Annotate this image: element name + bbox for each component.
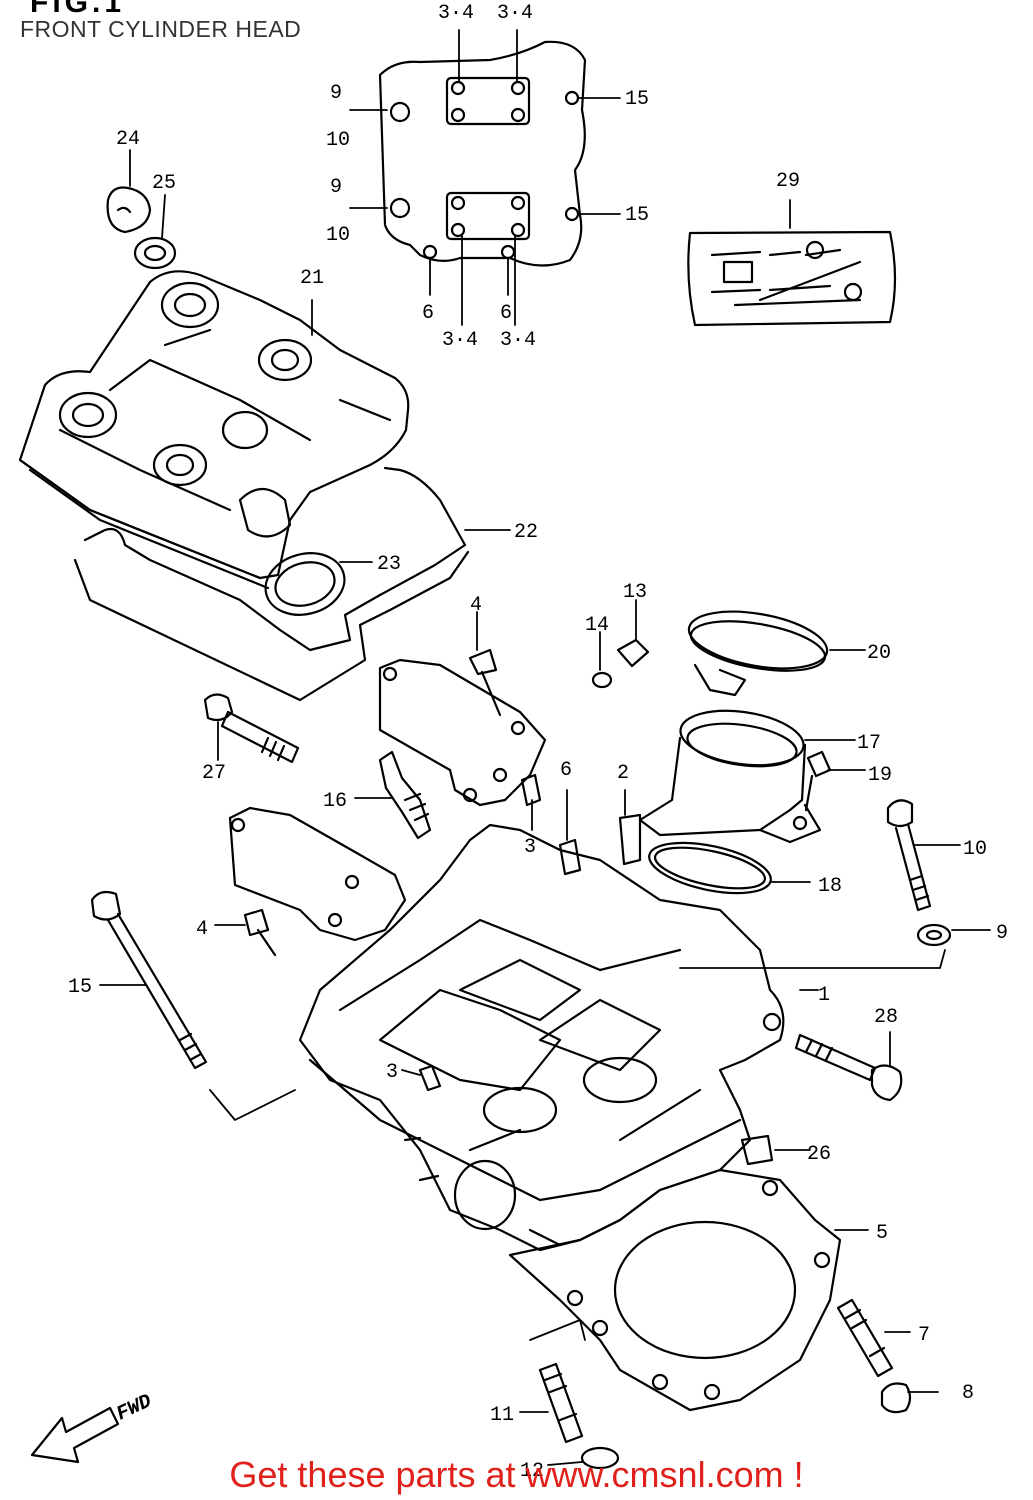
callout-numbers: 3·4 3·4 3·4 3·4 9 10 9 10 15 15 6 6 24 2… <box>68 2 1008 1483</box>
callout-5: 5 <box>876 1222 888 1245</box>
callout-3-4: 3·4 <box>500 329 536 352</box>
callout-15: 15 <box>625 204 649 227</box>
callout-23: 23 <box>377 553 401 576</box>
footer-advert: Get these parts at www.cmsnl.com ! <box>229 1454 804 1495</box>
cylinder-head-cover <box>18 270 410 590</box>
spark-plug <box>354 750 432 840</box>
callout-21: 21 <box>300 267 324 290</box>
callout-28: 28 <box>874 1006 898 1029</box>
bolt-10-and-washer <box>886 799 991 947</box>
callout-6: 6 <box>500 302 512 325</box>
callout-14: 14 <box>585 614 609 637</box>
callout-29: 29 <box>776 170 800 193</box>
oval-gasket <box>264 552 373 616</box>
callout-1: 1 <box>818 984 830 1007</box>
cap-and-grommet <box>106 149 177 270</box>
cover-gasket <box>73 466 511 702</box>
callout-3-4: 3·4 <box>497 2 533 25</box>
cam-cap-upper <box>378 611 547 807</box>
callout-26: 26 <box>807 1143 831 1166</box>
callout-11: 11 <box>490 1404 514 1427</box>
bolt-15 <box>90 890 296 1121</box>
callout-3-4: 3·4 <box>442 329 478 352</box>
callout-3: 3 <box>386 1061 398 1084</box>
fwd-label: FWD <box>113 1390 155 1426</box>
diagram-title: FRONT CYLINDER HEAD <box>20 16 302 42</box>
callout-16: 16 <box>323 790 347 813</box>
callout-3: 3 <box>524 836 536 859</box>
fwd-arrow-icon <box>30 1406 120 1464</box>
callout-20: 20 <box>867 642 891 665</box>
callout-22: 22 <box>514 521 538 544</box>
intake-pipe <box>638 709 856 844</box>
callout-10: 10 <box>326 129 350 152</box>
cover-top-view <box>349 29 621 326</box>
stud-and-nut <box>836 1298 939 1414</box>
callout-10: 10 <box>326 224 350 247</box>
callout-9: 9 <box>330 82 342 105</box>
callout-12: 12 <box>520 1460 544 1483</box>
stud-11-and-washer <box>519 1319 620 1470</box>
callout-8: 8 <box>962 1382 974 1405</box>
o-ring <box>648 841 811 895</box>
callout-3-4: 3·4 <box>438 2 474 25</box>
callout-24: 24 <box>116 128 140 151</box>
callout-10: 10 <box>963 838 987 861</box>
callout-15: 15 <box>625 88 649 111</box>
callout-6: 6 <box>422 302 434 325</box>
dowels-and-small-parts <box>401 599 811 1166</box>
bolt-19 <box>804 750 866 812</box>
callout-18: 18 <box>818 875 842 898</box>
bolt-28 <box>794 1031 903 1102</box>
callout-13: 13 <box>623 581 647 604</box>
callout-2: 2 <box>617 762 629 785</box>
cam-cap-lower <box>214 806 407 957</box>
cylinder-head <box>298 823 946 1252</box>
callout-4: 4 <box>196 918 208 941</box>
cylinder-head-gasket <box>508 1168 869 1412</box>
hose-clamp <box>687 610 866 697</box>
callout-19: 19 <box>868 764 892 787</box>
callout-15: 15 <box>68 976 92 999</box>
callout-4: 4 <box>470 594 482 617</box>
label-plate <box>687 199 897 327</box>
figure-number: FIG.1 <box>30 0 126 19</box>
callout-9: 9 <box>996 922 1008 945</box>
callout-9: 9 <box>330 176 342 199</box>
callout-27: 27 <box>202 762 226 785</box>
bolt-27 <box>203 693 300 764</box>
callout-6: 6 <box>560 759 572 782</box>
callout-7: 7 <box>918 1324 930 1347</box>
callout-25: 25 <box>152 172 176 195</box>
callout-17: 17 <box>857 732 881 755</box>
